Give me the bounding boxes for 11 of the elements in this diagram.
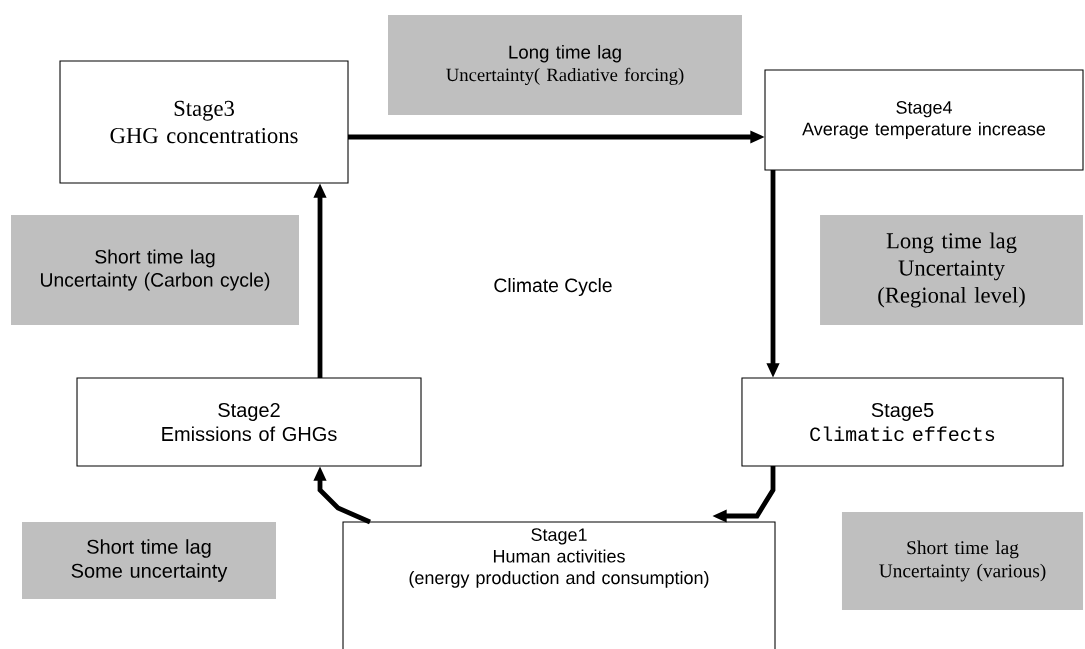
stage-box: Stage1 Human activities (energy production and consumption) [342, 521, 776, 649]
stage-box: Stage2 Emissions of GHGs [76, 377, 422, 467]
cycle-label: Climate Cycle [494, 278, 612, 296]
stage-box: Stage5 Climatic effects [741, 377, 1064, 467]
note-box: Short time lag Uncertainty (Carbon cycle) [11, 215, 299, 325]
note-box: Short time lag Some uncertainty [22, 521, 276, 600]
stage-box: Stage3 GHG concentrations [59, 60, 349, 184]
note-box: Long time lag Uncertainty (Regional level) [820, 215, 1083, 325]
note-box: Long time lag Uncertainty( Radiative forcing) [388, 15, 742, 115]
note-box: Short time lag Uncertainty (various) [841, 512, 1084, 610]
stage-box: Stage4 Average temperature increase [764, 69, 1084, 171]
